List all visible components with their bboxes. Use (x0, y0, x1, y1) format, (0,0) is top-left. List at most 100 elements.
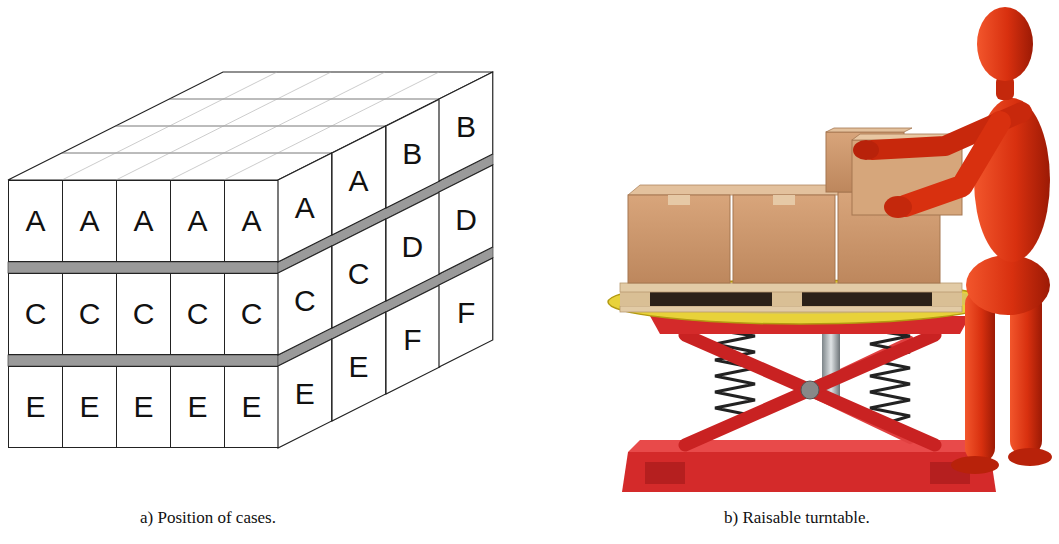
case-face: A (116, 180, 171, 262)
case-face: A (8, 180, 63, 262)
case-outline-shape (278, 339, 332, 448)
case-letter: C (294, 286, 316, 316)
case-letter: B (456, 112, 476, 142)
top-row-line (116, 126, 386, 127)
pallet-gap (620, 292, 962, 306)
case-face: A (278, 153, 332, 262)
mannequin-head (977, 7, 1033, 81)
case-letter: E (79, 392, 99, 422)
case-outline-shape (332, 126, 386, 235)
case-face: C (116, 273, 171, 355)
pallet-block (932, 292, 962, 306)
mannequin-hand (884, 196, 912, 218)
mannequin-foot (1008, 448, 1052, 466)
case-face: E (8, 366, 63, 448)
case-face: D (439, 165, 493, 274)
case-letter: C (79, 299, 101, 329)
case-letter: E (295, 379, 315, 409)
case-face: B (386, 99, 440, 208)
case-letter: F (457, 298, 475, 328)
case-face: A (62, 180, 117, 262)
case-letter: A (241, 206, 261, 236)
case-letter: C (241, 299, 263, 329)
case-face: E (224, 366, 279, 448)
pallet-deck (620, 283, 962, 292)
case-face: C (332, 219, 386, 328)
case-face: A (332, 126, 386, 235)
scissor-arm (685, 335, 935, 445)
case-letter: E (241, 392, 261, 422)
case-outline-shape (439, 258, 493, 367)
box-tape (668, 195, 690, 205)
layer-band (8, 355, 278, 366)
turntable-illustration (608, 7, 1052, 492)
case-letter: A (295, 193, 315, 223)
case-letter: A (133, 206, 153, 236)
mannequin-foot (951, 456, 999, 474)
top-column-line (62, 72, 277, 180)
lift-base (622, 452, 996, 492)
case-outline-shape (278, 153, 332, 262)
mannequin-hand (853, 140, 879, 160)
lift-base-foot (645, 462, 685, 484)
case-face: C (62, 273, 117, 355)
sub-caption: a) Position of cases. (140, 508, 276, 528)
cardboard-box (733, 195, 835, 283)
case-face: E (62, 366, 117, 448)
case-letter: D (455, 205, 477, 235)
layer-band (8, 262, 278, 273)
case-letter: E (349, 352, 369, 382)
case-face: F (386, 285, 440, 394)
mannequin-leg (1010, 290, 1042, 455)
top-column-line (116, 72, 331, 180)
scissor-pivot (801, 381, 819, 399)
case-letter: B (402, 139, 422, 169)
case-letter: A (25, 206, 45, 236)
sub-caption: b) Raisable turntable. (724, 508, 870, 528)
case-outline-shape (439, 165, 493, 274)
case-letter: E (187, 392, 207, 422)
mannequin-arm (905, 122, 1000, 206)
box-top (826, 128, 912, 132)
mannequin-hip (966, 255, 1050, 315)
case-outline-shape (278, 246, 332, 355)
case-face: B (439, 72, 493, 181)
case-face: C (170, 273, 225, 355)
pallet-block (620, 292, 650, 306)
case-face: A (224, 180, 279, 262)
case-face: A (170, 180, 225, 262)
top-row-line (62, 153, 332, 154)
case-letter: E (133, 392, 153, 422)
case-letter: A (79, 206, 99, 236)
case-face: E (278, 339, 332, 448)
case-outline-shape (332, 219, 386, 328)
case-letter: C (187, 299, 209, 329)
case-letter: E (25, 392, 45, 422)
scissor-arm (685, 335, 935, 445)
pallet-block (772, 292, 802, 306)
case-letter: D (402, 232, 424, 262)
case-letter: F (403, 325, 421, 355)
case-letter: A (349, 166, 369, 196)
case-face: D (386, 192, 440, 301)
case-face: F (439, 258, 493, 367)
case-face: E (332, 312, 386, 421)
case-letter: C (133, 299, 155, 329)
case-face: C (8, 273, 63, 355)
cardboard-box (628, 195, 730, 283)
case-letter: C (25, 299, 47, 329)
turntable-ring (608, 280, 992, 324)
case-outline-shape (386, 99, 440, 208)
pallet-bottom (620, 306, 962, 312)
case-letter: A (187, 206, 207, 236)
case-outline-shape (386, 192, 440, 301)
case-face: C (278, 246, 332, 355)
box-tape (773, 195, 795, 205)
case-face: E (116, 366, 171, 448)
mannequin-leg (965, 290, 995, 462)
case-face: C (224, 273, 279, 355)
case-face: E (170, 366, 225, 448)
